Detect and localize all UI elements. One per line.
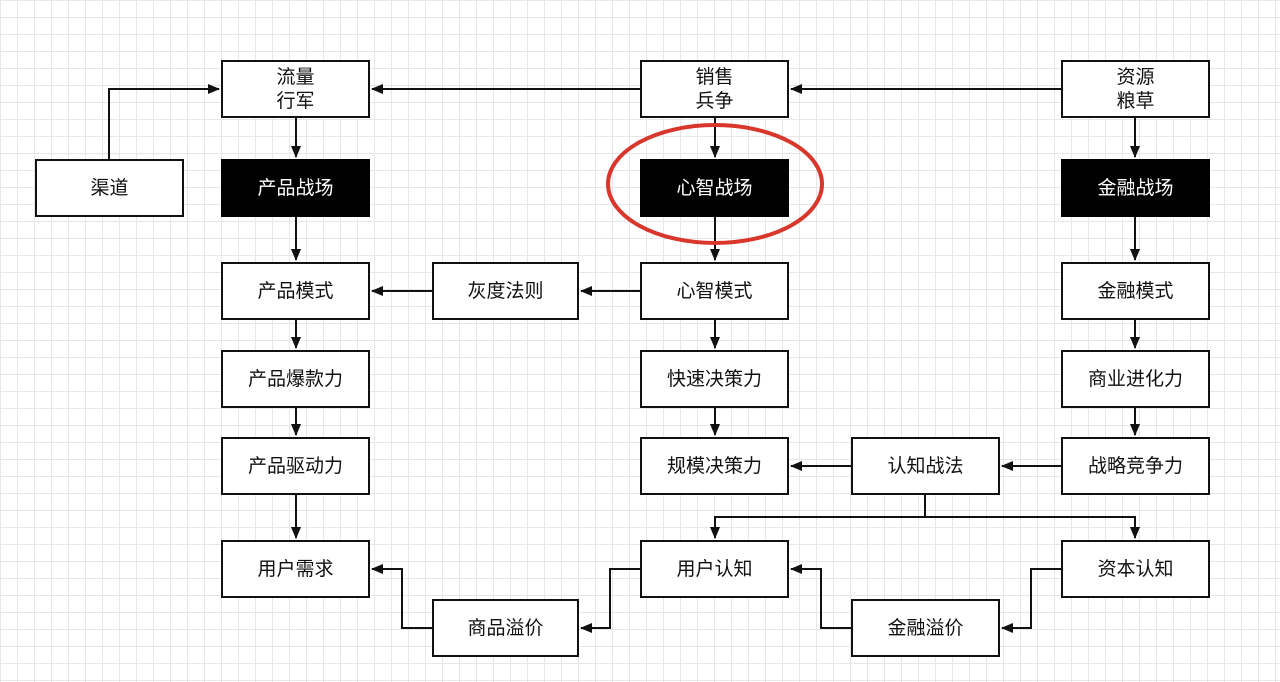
node-business-evolution-power[interactable]: 商业进化力 bbox=[1061, 350, 1210, 408]
node-label: 金融战场 bbox=[1097, 177, 1174, 199]
node-label: 用户需求 bbox=[257, 558, 334, 580]
node-strategic-competition[interactable]: 战略竞争力 bbox=[1061, 437, 1210, 495]
edge-user-cognition-to-goods-premium bbox=[580, 568, 640, 633]
edge-cognitive-to-capital-cognition bbox=[925, 516, 1140, 539]
node-label: 快速决策力 bbox=[666, 368, 762, 390]
node-scale-decision-power[interactable]: 规模决策力 bbox=[640, 437, 789, 495]
edge-cognitive-to-user-cognition bbox=[710, 516, 925, 539]
node-sales-competition[interactable]: 销售 兵争 bbox=[640, 60, 789, 118]
node-label: 金融溢价 bbox=[887, 617, 964, 639]
node-label: 心智战场 bbox=[676, 177, 753, 199]
node-product-drive-power[interactable]: 产品驱动力 bbox=[221, 437, 370, 495]
node-mind-battlefield[interactable]: 心智战场 bbox=[640, 159, 789, 217]
node-label: 规模决策力 bbox=[666, 455, 762, 477]
edge-goods-premium-to-user-demand bbox=[371, 564, 432, 629]
node-label: 产品战场 bbox=[257, 177, 334, 199]
node-gray-rule[interactable]: 灰度法则 bbox=[432, 262, 579, 320]
node-fast-decision-power[interactable]: 快速决策力 bbox=[640, 350, 789, 408]
node-mind-model[interactable]: 心智模式 bbox=[640, 262, 789, 320]
node-label: 产品爆款力 bbox=[247, 368, 343, 390]
node-user-cognition[interactable]: 用户认知 bbox=[640, 540, 789, 598]
node-label: 灰度法则 bbox=[467, 280, 544, 302]
node-label: 商业进化力 bbox=[1087, 368, 1183, 390]
node-goods-premium[interactable]: 商品溢价 bbox=[432, 599, 579, 657]
node-resources-supplies[interactable]: 资源 粮草 bbox=[1061, 60, 1210, 118]
node-channel[interactable]: 渠道 bbox=[35, 159, 184, 217]
node-label: 资源 粮草 bbox=[1116, 66, 1155, 112]
node-finance-model[interactable]: 金融模式 bbox=[1061, 262, 1210, 320]
node-label: 资本认知 bbox=[1097, 558, 1174, 580]
node-traffic-march[interactable]: 流量 行军 bbox=[221, 60, 370, 118]
node-finance-premium[interactable]: 金融溢价 bbox=[851, 599, 1000, 657]
node-label: 认知战法 bbox=[887, 455, 964, 477]
node-capital-cognition[interactable]: 资本认知 bbox=[1061, 540, 1210, 598]
node-product-hit-power[interactable]: 产品爆款力 bbox=[221, 350, 370, 408]
edge-capital-to-finance-premium bbox=[1001, 568, 1061, 633]
edge-finance-premium-to-user-cognition bbox=[790, 564, 851, 629]
node-label: 用户认知 bbox=[676, 558, 753, 580]
edge-channel-to-traffic bbox=[108, 84, 220, 159]
node-cognitive-tactics[interactable]: 认知战法 bbox=[851, 437, 1000, 495]
node-product-model[interactable]: 产品模式 bbox=[221, 262, 370, 320]
node-label: 流量 行军 bbox=[276, 66, 315, 112]
node-label: 商品溢价 bbox=[467, 617, 544, 639]
node-label: 产品模式 bbox=[257, 280, 334, 302]
node-product-battlefield[interactable]: 产品战场 bbox=[221, 159, 370, 217]
node-label: 心智模式 bbox=[676, 280, 753, 302]
node-label: 金融模式 bbox=[1097, 280, 1174, 302]
node-user-demand[interactable]: 用户需求 bbox=[221, 540, 370, 598]
node-label: 渠道 bbox=[90, 177, 129, 199]
node-label: 产品驱动力 bbox=[247, 455, 343, 477]
node-label: 销售 兵争 bbox=[695, 66, 734, 112]
node-finance-battlefield[interactable]: 金融战场 bbox=[1061, 159, 1210, 217]
node-label: 战略竞争力 bbox=[1087, 455, 1183, 477]
